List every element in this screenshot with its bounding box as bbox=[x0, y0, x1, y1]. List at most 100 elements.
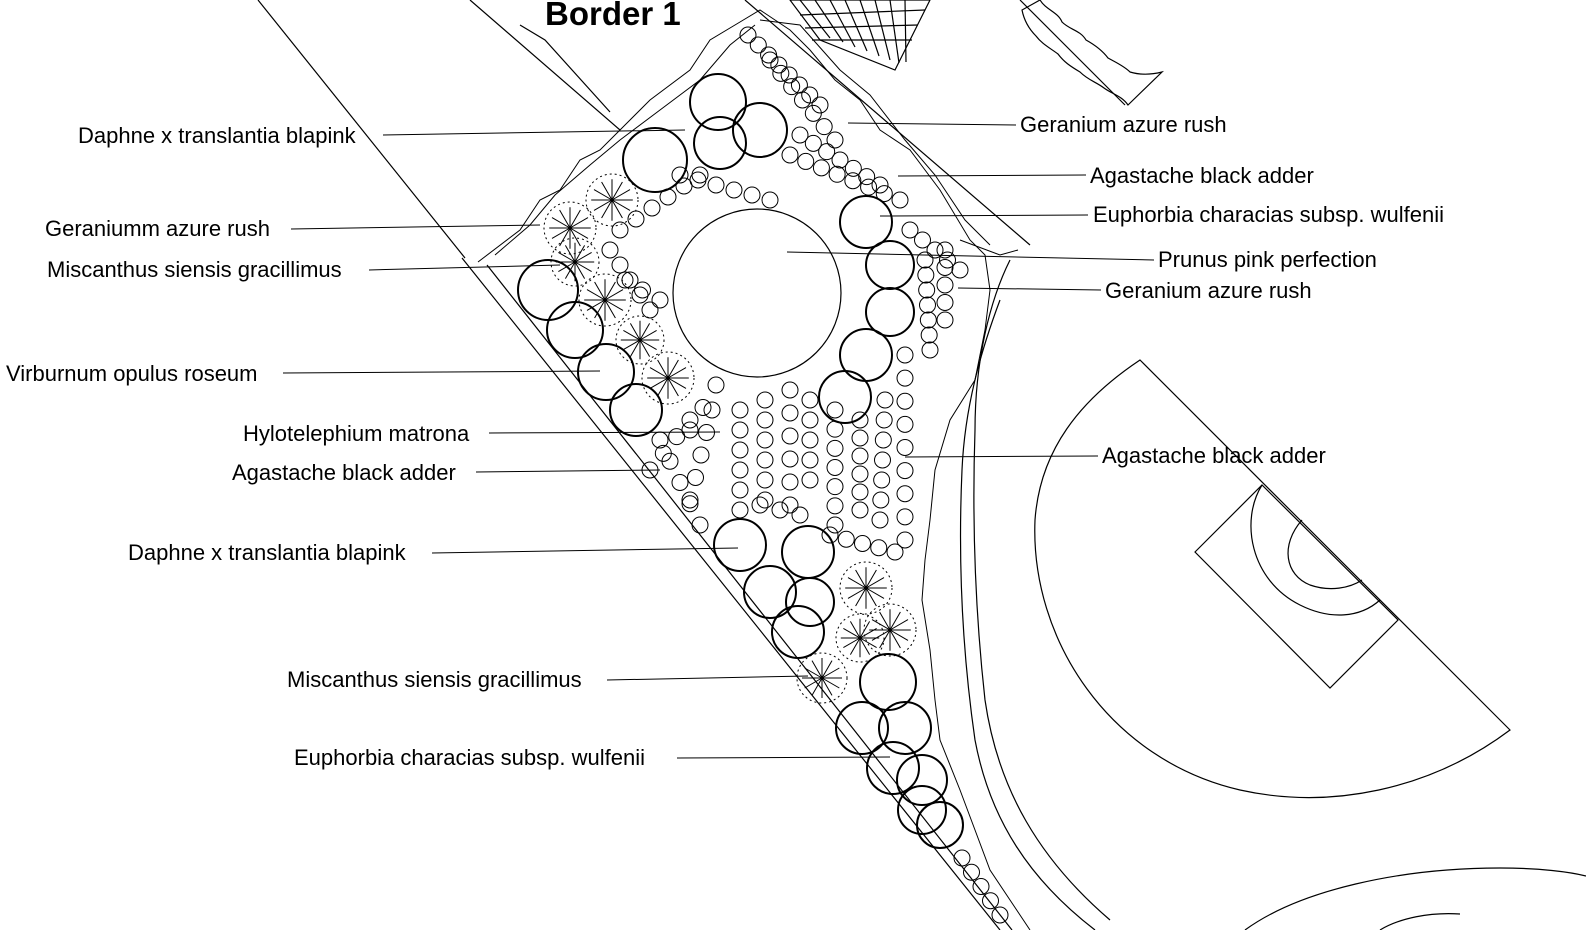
perennial-symbol bbox=[801, 431, 819, 449]
shrub-symbol bbox=[839, 195, 893, 249]
label-agastache-top: Agastache black adder bbox=[1090, 163, 1314, 188]
plan-title: Border 1 bbox=[545, 0, 681, 32]
perennial-symbol bbox=[761, 191, 779, 209]
perennial-symbol bbox=[641, 301, 659, 319]
perennial-symbol bbox=[919, 311, 937, 329]
perennial-symbol bbox=[659, 188, 677, 206]
perennial-symbol bbox=[896, 462, 914, 480]
perennial-symbol bbox=[791, 506, 809, 524]
label-agastache-right: Agastache black adder bbox=[1102, 443, 1326, 468]
shrub-symbol bbox=[732, 102, 788, 158]
perennial-symbol bbox=[801, 411, 819, 429]
perennial-symbol bbox=[756, 411, 774, 429]
perennial-symbol bbox=[886, 543, 904, 561]
perennial-symbol bbox=[874, 451, 891, 469]
large-shrub-group bbox=[517, 73, 964, 849]
perennial-symbol bbox=[837, 530, 855, 548]
perennial-symbol bbox=[875, 185, 893, 203]
label-miscanthus-1: Miscanthus siensis gracillimus bbox=[47, 257, 342, 282]
perennial-symbol bbox=[781, 473, 799, 491]
shrub-symbol bbox=[546, 301, 604, 359]
perennial-symbol bbox=[896, 439, 914, 456]
leader-line bbox=[786, 251, 1155, 261]
perennial-symbol bbox=[770, 56, 788, 74]
perennial-symbol bbox=[621, 271, 639, 289]
label-miscanthus-2: Miscanthus siensis gracillimus bbox=[287, 667, 582, 692]
grass-symbol bbox=[863, 603, 917, 657]
perennial-symbol bbox=[681, 491, 699, 509]
perennial-symbol bbox=[671, 166, 689, 184]
perennial-symbol bbox=[691, 516, 709, 534]
leader-line bbox=[957, 287, 1102, 291]
leader-line bbox=[282, 370, 601, 374]
leader-line bbox=[606, 675, 809, 681]
perennial-symbol bbox=[611, 256, 629, 274]
perennial-symbol bbox=[812, 159, 830, 177]
leader-line bbox=[475, 469, 661, 473]
perennial-symbol bbox=[920, 326, 938, 344]
perennial-symbol bbox=[914, 231, 931, 249]
perennial-symbol bbox=[703, 401, 721, 419]
feature-circle bbox=[672, 208, 842, 378]
perennial-symbol bbox=[801, 451, 819, 469]
hedge-outline bbox=[1021, 0, 1165, 106]
perennial-symbol bbox=[860, 178, 878, 196]
label-geraniumm: Geraniumm azure rush bbox=[45, 216, 270, 241]
grass-symbol bbox=[578, 273, 632, 327]
perennial-symbol bbox=[982, 892, 999, 910]
shrub-symbol bbox=[818, 370, 872, 424]
perennial-symbol bbox=[826, 478, 844, 496]
perennial-symbol bbox=[634, 281, 651, 299]
shrub-symbol bbox=[916, 801, 964, 849]
perennial-symbol bbox=[875, 411, 893, 429]
perennial-symbol bbox=[772, 64, 790, 82]
perennial-symbol bbox=[781, 427, 799, 445]
perennial-symbol bbox=[692, 446, 710, 464]
lawn-edge bbox=[973, 259, 1111, 921]
path-edge-line bbox=[519, 24, 611, 113]
shrub-symbol bbox=[693, 116, 747, 170]
leader-line bbox=[897, 174, 1087, 177]
perennial-symbol bbox=[874, 431, 892, 449]
perennial-symbol bbox=[851, 465, 869, 483]
perennial-symbol bbox=[739, 26, 757, 44]
perennial-symbol bbox=[991, 906, 1009, 924]
perennial-symbol bbox=[872, 491, 890, 509]
grass-symbol bbox=[585, 173, 639, 227]
perennial-symbol bbox=[760, 46, 778, 64]
perennial-symbol bbox=[826, 497, 844, 515]
perennial-symbol bbox=[668, 428, 686, 446]
perennial-symbol bbox=[871, 511, 889, 529]
perennial-symbol bbox=[901, 221, 919, 239]
patio-square bbox=[1194, 484, 1399, 689]
perennial-symbol bbox=[731, 481, 749, 499]
lower-bed-edge bbox=[1379, 913, 1461, 930]
perennial-symbol bbox=[891, 191, 909, 209]
label-prunus: Prunus pink perfection bbox=[1158, 247, 1377, 272]
perennial-symbol bbox=[616, 271, 634, 289]
site-linework bbox=[257, 0, 1586, 930]
perennial-symbol bbox=[851, 411, 869, 429]
shrub-symbol bbox=[689, 73, 747, 131]
perennial-symbol bbox=[828, 165, 846, 183]
label-daphne-2: Daphne x translantia blapink bbox=[128, 540, 406, 565]
shrub-symbol bbox=[609, 383, 663, 437]
path-edge-line bbox=[257, 0, 466, 259]
perennial-symbol bbox=[756, 431, 774, 449]
lawn-edge bbox=[959, 299, 1096, 930]
shrub-symbol bbox=[839, 328, 893, 382]
patio-fan bbox=[1034, 359, 1511, 799]
perennial-symbol bbox=[781, 404, 799, 422]
perennial-symbol bbox=[818, 143, 836, 161]
border-bed-outline bbox=[477, 9, 1031, 930]
perennial-symbol bbox=[916, 251, 934, 269]
perennial-symbol bbox=[631, 286, 649, 304]
perennial-symbol bbox=[873, 471, 891, 489]
shrub-symbol bbox=[865, 240, 915, 290]
perennial-symbol bbox=[851, 429, 869, 447]
leader-line bbox=[676, 756, 891, 759]
perennial-symbol bbox=[661, 452, 679, 470]
lower-bed-edge bbox=[1244, 867, 1586, 930]
perennial-symbol bbox=[694, 399, 712, 416]
